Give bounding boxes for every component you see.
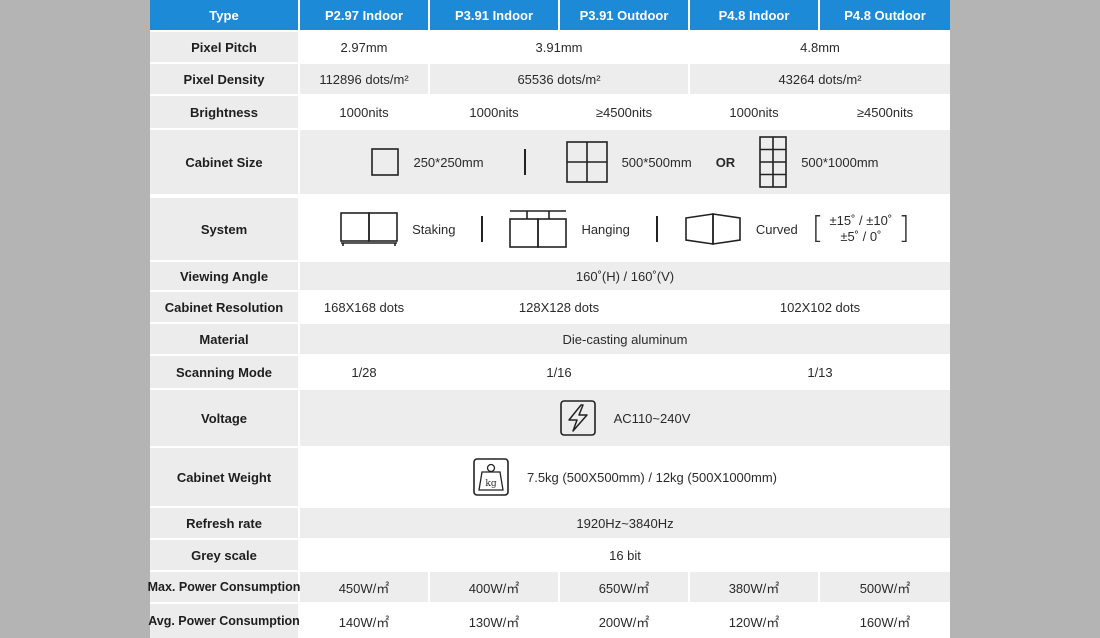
cabinet-resolution-cell: 128X128 dots bbox=[430, 292, 688, 322]
brightness-cell: ≥4500nits bbox=[820, 96, 950, 128]
header-col-p391-outdoor: P3.91 Outdoor bbox=[560, 0, 688, 30]
pixel-density-cell: 43264 dots/m² bbox=[690, 64, 950, 94]
brightness-cell: 1000nits bbox=[300, 96, 428, 128]
row-label-voltage: Voltage bbox=[150, 390, 298, 446]
avg-power-cell: 160W/㎡ bbox=[820, 604, 950, 638]
hanging-icon bbox=[509, 210, 568, 248]
max-power-cell: 500W/㎡ bbox=[820, 572, 950, 602]
refresh-rate-cell: 1920Hz~3840Hz bbox=[300, 508, 950, 538]
row-label-pixel-pitch: Pixel Pitch bbox=[150, 32, 298, 62]
scanning-mode-cell: 1/13 bbox=[690, 356, 950, 388]
row-label-max-power: Max. Power Consumption bbox=[148, 572, 300, 602]
max-power-cell: 650W/㎡ bbox=[560, 572, 688, 602]
curved-label: Curved bbox=[755, 221, 798, 237]
row-label-avg-power: Avg. Power Consumption bbox=[148, 604, 300, 638]
divider bbox=[523, 149, 526, 175]
avg-power-cell: 130W/㎡ bbox=[430, 604, 558, 638]
divider bbox=[655, 216, 658, 242]
row-label-pixel-density: Pixel Density bbox=[150, 64, 298, 94]
max-power-cell: 450W/㎡ bbox=[300, 572, 428, 602]
brightness-cell: 1000nits bbox=[690, 96, 818, 128]
viewing-angle-cell: 160˚(H) / 160˚(V) bbox=[300, 262, 950, 290]
pixel-density-cell: 65536 dots/m² bbox=[430, 64, 688, 94]
brightness-cell: 1000nits bbox=[430, 96, 558, 128]
material-cell: Die-casting aluminum bbox=[300, 324, 950, 354]
max-power-cell: 380W/㎡ bbox=[690, 572, 818, 602]
row-label-system: System bbox=[150, 198, 298, 260]
rect-500x1000-grid-icon bbox=[759, 136, 787, 188]
divider bbox=[481, 216, 484, 242]
max-power-cell: 400W/㎡ bbox=[430, 572, 558, 602]
bracket-left: [ bbox=[811, 211, 824, 246]
curved-angles-line1: ±15˚ / ±10˚ bbox=[829, 213, 893, 228]
brightness-cell: ≥4500nits bbox=[560, 96, 688, 128]
pixel-density-cell: 112896 dots/m² bbox=[300, 64, 428, 94]
cabinet-size-opt2: 500*500mm bbox=[621, 154, 692, 170]
row-label-scanning-mode: Scanning Mode bbox=[150, 356, 298, 388]
header-col-p297-indoor: P2.97 Indoor bbox=[300, 0, 428, 30]
square-250-icon bbox=[371, 148, 400, 176]
row-label-cabinet-resolution: Cabinet Resolution bbox=[150, 292, 298, 322]
cabinet-weight-cell: kg 7.5kg (500X500mm) / 12kg (500X1000mm) bbox=[300, 448, 950, 506]
hanging-label: Hanging bbox=[581, 221, 630, 237]
avg-power-cell: 120W/㎡ bbox=[690, 604, 818, 638]
voltage-value: AC110~240V bbox=[613, 410, 691, 426]
curved-angles: [ ±15˚ / ±10˚ ±5˚ / 0˚ ] bbox=[812, 213, 910, 245]
row-label-material: Material bbox=[150, 324, 298, 354]
cabinet-resolution-cell: 102X102 dots bbox=[690, 292, 950, 322]
row-label-grey-scale: Grey scale bbox=[150, 540, 298, 570]
voltage-cell: AC110~240V bbox=[300, 390, 950, 446]
kg-icon-text: kg bbox=[485, 479, 496, 489]
cabinet-resolution-cell: 168X168 dots bbox=[300, 292, 428, 322]
header-type: Type bbox=[150, 0, 298, 30]
pixel-pitch-cell: 4.8mm bbox=[690, 32, 950, 62]
row-label-cabinet-size: Cabinet Size bbox=[150, 130, 298, 194]
cabinet-weight-value: 7.5kg (500X500mm) / 12kg (500X1000mm) bbox=[526, 469, 777, 485]
cabinet-size-cell: 250*250mm 500*500mm OR 500*1000mm bbox=[300, 130, 950, 194]
cabinet-size-opt3: 500*1000mm bbox=[801, 154, 879, 170]
scanning-mode-cell: 1/28 bbox=[300, 356, 428, 388]
header-col-p48-outdoor: P4.8 Outdoor bbox=[820, 0, 950, 30]
square-500-grid-icon bbox=[565, 141, 608, 183]
pixel-pitch-cell: 3.91mm bbox=[430, 32, 688, 62]
system-cell: Staking Hanging Curved [ ±15˚ / ±10˚ ±5˚… bbox=[300, 198, 950, 260]
curved-icon bbox=[685, 213, 741, 245]
header-col-p391-indoor: P3.91 Indoor bbox=[430, 0, 558, 30]
staking-label: Staking bbox=[412, 221, 456, 237]
kg-weight-icon: kg bbox=[473, 458, 509, 496]
grey-scale-cell: 16 bit bbox=[300, 540, 950, 570]
cabinet-size-opt1: 250*250mm bbox=[413, 154, 484, 170]
avg-power-cell: 200W/㎡ bbox=[560, 604, 688, 638]
row-label-refresh-rate: Refresh rate bbox=[150, 508, 298, 538]
bracket-right: ] bbox=[898, 211, 910, 246]
lightning-icon bbox=[559, 400, 596, 436]
curved-angles-line2: ±5˚ / 0˚ bbox=[840, 229, 882, 244]
row-label-cabinet-weight: Cabinet Weight bbox=[150, 448, 298, 506]
or-text: OR bbox=[715, 154, 736, 170]
avg-power-cell: 140W/㎡ bbox=[300, 604, 428, 638]
staking-icon bbox=[340, 212, 398, 246]
pixel-pitch-cell: 2.97mm bbox=[300, 32, 428, 62]
header-col-p48-indoor: P4.8 Indoor bbox=[690, 0, 818, 30]
row-label-brightness: Brightness bbox=[150, 96, 298, 128]
spec-table: Type P2.97 Indoor P3.91 Indoor P3.91 Out… bbox=[148, 0, 950, 638]
scanning-mode-cell: 1/16 bbox=[430, 356, 688, 388]
row-label-viewing-angle: Viewing Angle bbox=[150, 262, 298, 290]
